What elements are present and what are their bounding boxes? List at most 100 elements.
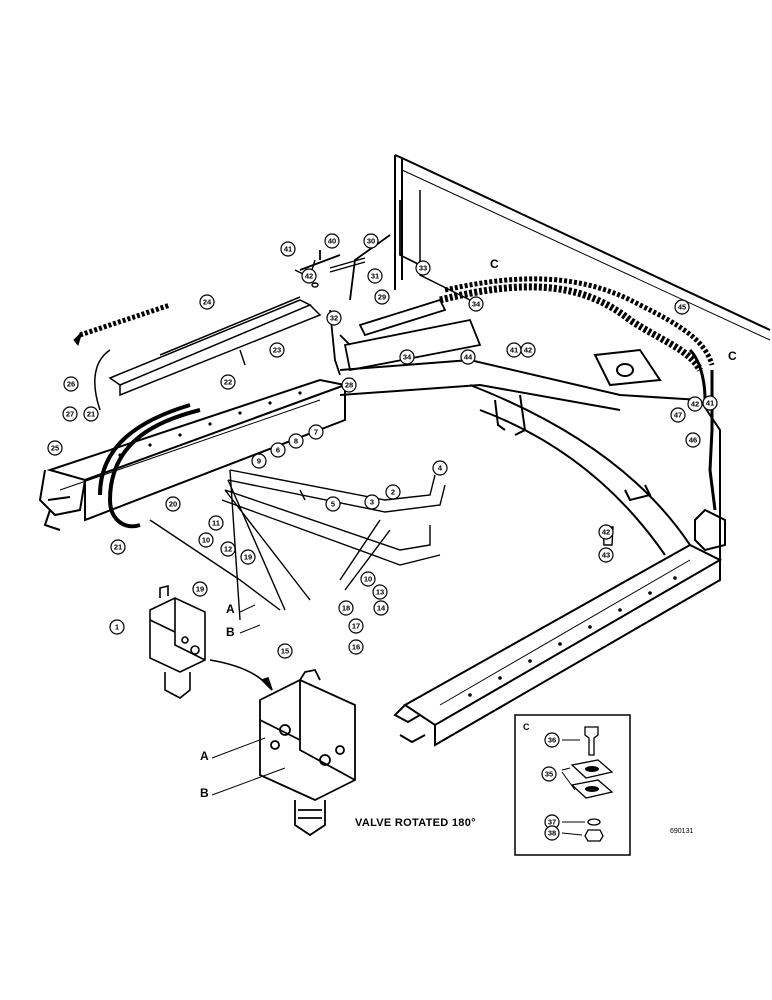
detail-c-inset: C	[514, 714, 631, 856]
callout-circle	[460, 349, 476, 365]
callout-number: 12	[224, 545, 232, 554]
callout-number: 26	[67, 380, 75, 389]
callout-41: 41	[280, 241, 296, 257]
callout-number: 19	[244, 553, 252, 562]
callout-circle	[363, 233, 379, 249]
callout-number: 44	[464, 353, 473, 362]
callout-number: 24	[203, 298, 212, 307]
callout-number: 29	[378, 293, 386, 302]
callout-number: 40	[328, 237, 336, 246]
callout-circle	[198, 532, 214, 548]
callout-38: 38	[544, 825, 560, 841]
callout-circle	[544, 825, 560, 841]
callout-number: 42	[602, 528, 610, 537]
callout-number: 41	[284, 245, 292, 254]
callout-40: 40	[324, 233, 340, 249]
loader-frame	[38, 348, 726, 747]
callout-25: 25	[47, 440, 63, 456]
callout-circle	[520, 342, 536, 358]
callout-circle	[251, 453, 267, 469]
callout-circle	[208, 515, 224, 531]
callout-circle	[598, 524, 614, 540]
callout-number: 34	[472, 300, 481, 309]
callout-12: 12	[220, 541, 236, 557]
callout-30: 30	[363, 233, 379, 249]
tube-lines	[149, 469, 446, 621]
callout-43: 43	[598, 547, 614, 563]
callout-circle	[280, 241, 296, 257]
callout-9: 9	[251, 453, 267, 469]
callout-number: 47	[674, 411, 682, 420]
callout-circle	[385, 484, 401, 500]
callout-circle	[301, 268, 317, 284]
callout-circle	[674, 299, 690, 315]
section-mark-c: C	[490, 257, 499, 271]
port-label-a-rotated: A	[200, 749, 209, 763]
callout-11: 11	[208, 515, 224, 531]
callout-31: 31	[367, 268, 383, 284]
callout-circle	[324, 233, 340, 249]
callout-number: 41	[510, 346, 518, 355]
callout-17: 17	[348, 618, 364, 634]
callout-number: 33	[419, 264, 427, 273]
callout-41: 41	[506, 342, 522, 358]
callout-29: 29	[374, 289, 390, 305]
callout-number: 35	[545, 770, 553, 779]
callout-number: 34	[403, 353, 412, 362]
callout-circle	[110, 539, 126, 555]
callout-number: 11	[212, 519, 220, 528]
callout-circle	[325, 496, 341, 512]
callout-number: 17	[352, 622, 360, 631]
callout-33: 33	[415, 260, 431, 276]
callout-5: 5	[325, 496, 341, 512]
callout-28: 28	[341, 377, 357, 393]
callout-23: 23	[269, 342, 285, 358]
control-valve-small	[149, 584, 273, 699]
callout-number: 2	[391, 488, 395, 497]
callout-number: 1	[115, 623, 119, 632]
callout-36: 36	[544, 732, 560, 748]
callout-10: 10	[198, 532, 214, 548]
callout-number: 10	[364, 575, 372, 584]
callout-number: 46	[689, 436, 697, 445]
callout-circle	[341, 377, 357, 393]
callout-19: 19	[240, 549, 256, 565]
callout-number: 7	[314, 428, 318, 437]
callout-34: 34	[399, 349, 415, 365]
callout-circle	[326, 310, 342, 326]
callout-circle	[702, 395, 718, 411]
callout-circle	[270, 442, 286, 458]
callout-number: 28	[345, 381, 353, 390]
callout-number: 22	[224, 378, 232, 387]
callout-circle	[372, 584, 388, 600]
callout-number: 6	[276, 446, 280, 455]
callout-41: 41	[702, 395, 718, 411]
callout-circle	[47, 440, 63, 456]
callout-10: 10	[360, 571, 376, 587]
callout-7: 7	[308, 424, 324, 440]
callout-number: 10	[202, 536, 210, 545]
callout-number: 5	[331, 500, 335, 509]
callout-46: 46	[685, 432, 701, 448]
callout-circle	[277, 643, 293, 659]
callout-circle	[360, 571, 376, 587]
callout-circle	[220, 541, 236, 557]
callout-32: 32	[326, 310, 342, 326]
callout-number: 37	[548, 818, 556, 827]
callout-22: 22	[220, 374, 236, 390]
callout-6: 6	[270, 442, 286, 458]
callout-number: 18	[342, 604, 350, 613]
callout-circle	[62, 406, 78, 422]
callout-circle	[364, 494, 380, 510]
callout-number: 23	[273, 346, 281, 355]
callout-number: 16	[352, 643, 360, 652]
callout-16: 16	[348, 639, 364, 655]
callout-27: 27	[62, 406, 78, 422]
callout-34: 34	[468, 296, 484, 312]
callout-number: 21	[87, 410, 95, 419]
section-mark-c-right: C	[728, 349, 737, 363]
callout-circle	[109, 619, 125, 635]
callout-circle	[598, 547, 614, 563]
callout-19: 19	[192, 581, 208, 597]
